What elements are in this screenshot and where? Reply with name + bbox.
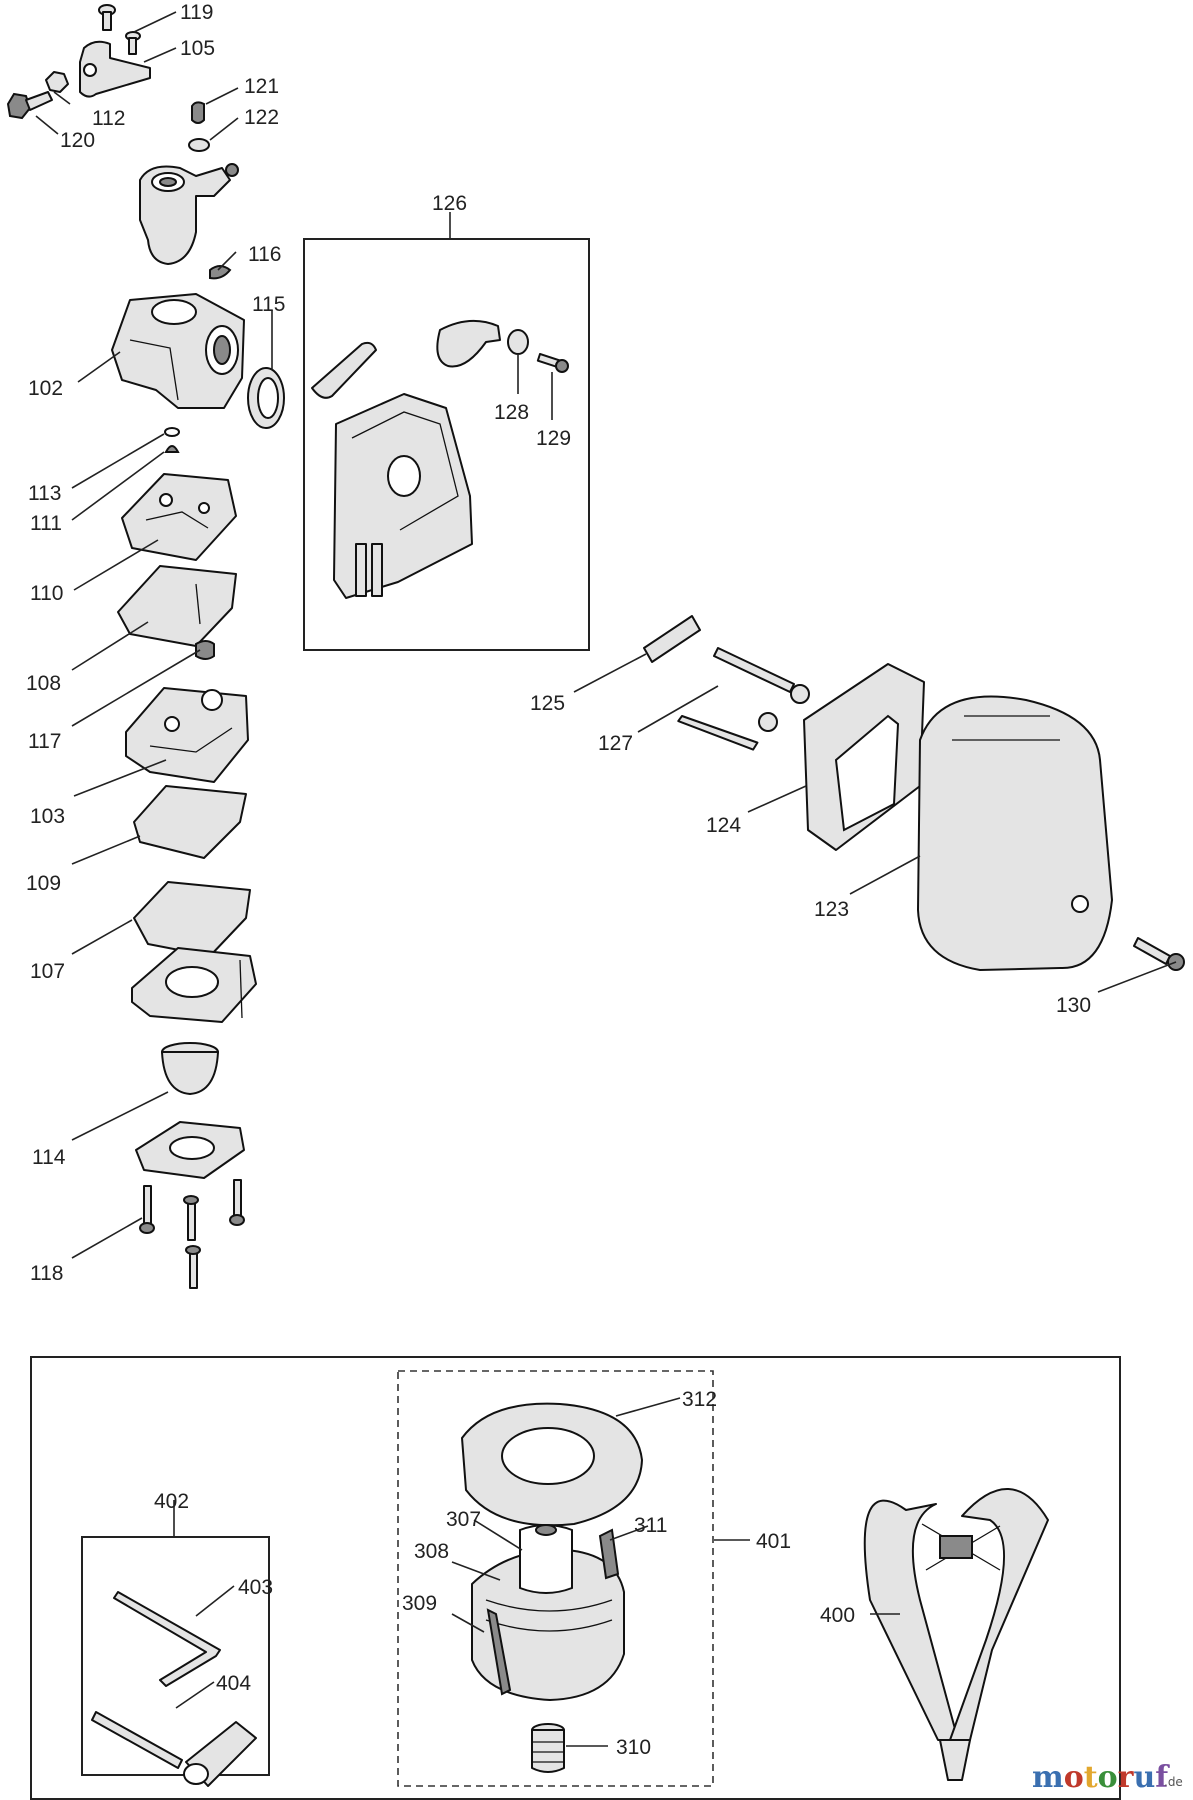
label-118: 118: [30, 1262, 63, 1285]
watermark-letter: t: [1084, 1760, 1098, 1795]
label-400: 400: [820, 1604, 855, 1627]
carburetor-body-102-icon: [111, 293, 245, 409]
label-113: 113: [28, 482, 61, 505]
plug-117-icon: [195, 640, 215, 660]
air-cleaner-box-126: [303, 238, 590, 651]
label-401: 401: [756, 1530, 791, 1553]
nut-112-icon: [45, 71, 69, 93]
screw-121-icon: [191, 101, 205, 124]
washer-122-icon: [188, 138, 210, 152]
washer-128-icon: [507, 329, 529, 355]
label-111: 111: [30, 512, 62, 535]
air-cleaner-base-icon: [333, 393, 473, 599]
label-125: 125: [530, 692, 565, 715]
screws-118-icon: [139, 1179, 245, 1289]
lever-icon: [436, 319, 501, 368]
gasket-109-icon: [133, 785, 247, 859]
gasket-ring-115-icon: [247, 367, 285, 429]
label-110: 110: [30, 582, 63, 605]
label-127: 127: [598, 732, 633, 755]
valve-111-icon: [164, 445, 180, 453]
label-311: 311: [634, 1514, 667, 1537]
label-102: 102: [28, 377, 63, 400]
label-122: 122: [244, 106, 279, 129]
label-312: 312: [682, 1388, 717, 1411]
tool-set-box-402: [81, 1536, 270, 1776]
label-112: 112: [92, 107, 125, 130]
hex-key-403-icon: [113, 1591, 221, 1687]
screw-129-icon: [536, 353, 569, 373]
pump-body-103-icon: [125, 687, 249, 783]
label-114: 114: [32, 1146, 66, 1169]
label-109: 109: [26, 872, 61, 895]
primer-flange-icon: [135, 1121, 245, 1179]
watermark-letter: r: [1118, 1760, 1135, 1795]
label-108: 108: [26, 672, 61, 695]
part-labels: 119 105 121 112 122 120 126 116 115 102 …: [26, 1, 1091, 1759]
diaphragm-107-icon: [133, 881, 251, 957]
watermark-letter: o: [1098, 1760, 1118, 1795]
bolt-130-icon: [1133, 937, 1185, 971]
label-115: 115: [252, 293, 285, 316]
throttle-barrel-icon: [139, 163, 239, 265]
label-123: 123: [814, 898, 849, 921]
metering-cover-icon: [131, 947, 257, 1023]
label-119: 119: [180, 1, 213, 24]
label-116: 116: [248, 243, 281, 266]
label-403: 403: [238, 1576, 273, 1599]
primer-bulb-114-icon: [161, 1042, 219, 1095]
label-128: 128: [494, 401, 529, 424]
label-402: 402: [154, 1490, 189, 1513]
label-307: 307: [446, 1508, 481, 1531]
spool-cover-312-icon: [461, 1402, 643, 1527]
o-ring-113-icon: [164, 427, 180, 437]
watermark-letter: u: [1133, 1760, 1155, 1795]
label-126: 126: [432, 192, 467, 215]
bolts-127-icon: [677, 647, 810, 751]
label-130: 130: [1056, 994, 1091, 1017]
cutting-head-icon: [471, 1524, 625, 1701]
label-120: 120: [60, 129, 95, 152]
label-308: 308: [414, 1540, 449, 1563]
label-117: 117: [28, 730, 61, 753]
plug-wrench-404-icon: [91, 1711, 257, 1787]
bottom-accessories-frame: [30, 1356, 1121, 1800]
label-310: 310: [616, 1736, 651, 1759]
threaded-bolt-310-icon: [531, 1723, 565, 1773]
label-309: 309: [402, 1592, 437, 1615]
watermark-letter: o: [1064, 1760, 1084, 1795]
screw-119-icon: [98, 4, 116, 31]
label-121: 121: [244, 75, 279, 98]
plate-125-icon: [643, 615, 701, 663]
pump-cover-110-icon: [121, 473, 237, 561]
watermark-letter: f: [1155, 1760, 1170, 1795]
svg-text:motoruf: motoruf: [1032, 1760, 1170, 1795]
label-129: 129: [536, 427, 571, 450]
choke-lever-icon: [311, 341, 377, 399]
bracket-105-icon: [79, 31, 151, 98]
label-105: 105: [180, 37, 215, 60]
watermark-letter: m: [1032, 1760, 1064, 1795]
leader-lines: [35, 11, 1177, 1747]
nylon-cutting-head-dashed-box-401: [397, 1370, 714, 1787]
svg-text:.de: .de: [1164, 1775, 1183, 1789]
diaphragm-108-icon: [117, 565, 237, 647]
shoulder-harness-400-icon: [863, 1488, 1049, 1781]
label-404: 404: [216, 1672, 251, 1695]
label-124: 124: [706, 814, 741, 837]
bolt-120-icon: [6, 91, 53, 120]
label-103: 103: [30, 805, 65, 828]
clip-116-icon: [209, 265, 232, 280]
motoruf-watermark-logo: motoruf .de: [1032, 1760, 1183, 1795]
air-cleaner-cover-123-icon: [917, 695, 1113, 971]
filter-element-124-icon: [803, 663, 925, 851]
label-107: 107: [30, 960, 65, 983]
